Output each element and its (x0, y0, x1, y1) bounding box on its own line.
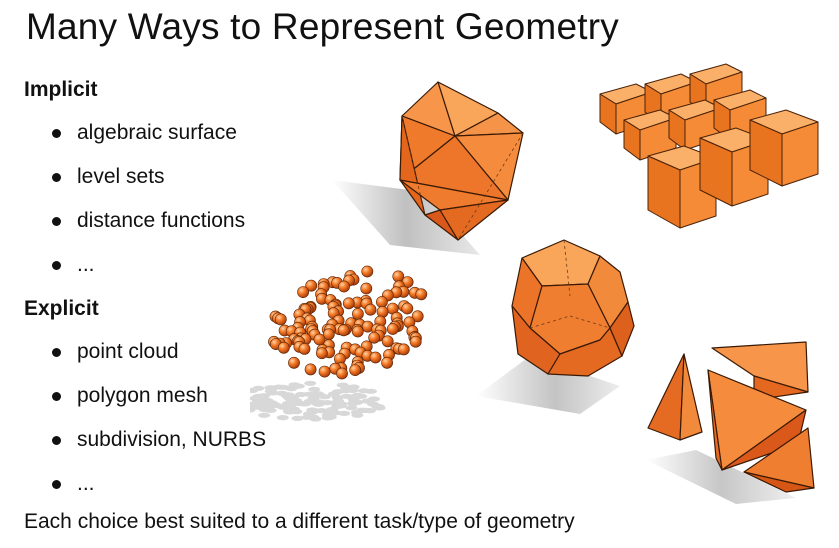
icosahedron-icon (332, 81, 524, 255)
list-item: algebraic surface (50, 111, 245, 155)
list-item: polygon mesh (50, 374, 266, 418)
exploded-tetrahedra-icon (646, 341, 815, 504)
list-item: subdivision, NURBS (50, 418, 266, 462)
list-item: point cloud (50, 330, 266, 374)
dodecahedron-icon (476, 239, 635, 414)
slide-title: Many Ways to Represent Geometry (26, 6, 619, 47)
implicit-list: algebraic surface level sets distance fu… (50, 111, 245, 287)
list-item: ... (50, 243, 245, 287)
list-item: distance functions (50, 199, 245, 243)
voxel-grid-icon (599, 63, 819, 229)
slide-footer: Each choice best suited to a different t… (24, 510, 575, 533)
list-item: level sets (50, 155, 245, 199)
implicit-heading: Implicit (24, 78, 98, 101)
explicit-list: point cloud polygon mesh subdivision, NU… (50, 330, 266, 506)
explicit-heading: Explicit (24, 297, 99, 320)
list-item: ... (50, 462, 266, 506)
point-cloud-icon (250, 265, 428, 422)
